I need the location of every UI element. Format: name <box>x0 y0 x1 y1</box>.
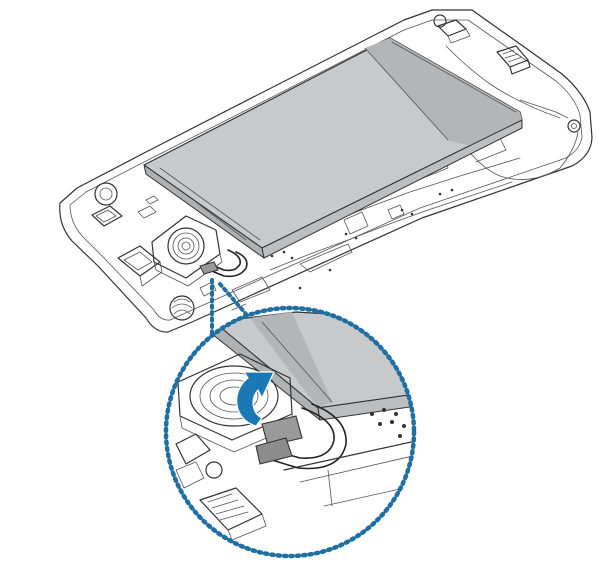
callout-board-dots <box>370 408 406 438</box>
left-components <box>91 182 247 321</box>
lift-arrow-icon <box>236 371 275 427</box>
top-components <box>433 14 581 180</box>
camera-module-icon <box>151 215 223 287</box>
battery-connector-icon <box>199 249 248 278</box>
battery-icon <box>143 37 523 259</box>
zoom-callout-icon <box>163 305 417 559</box>
